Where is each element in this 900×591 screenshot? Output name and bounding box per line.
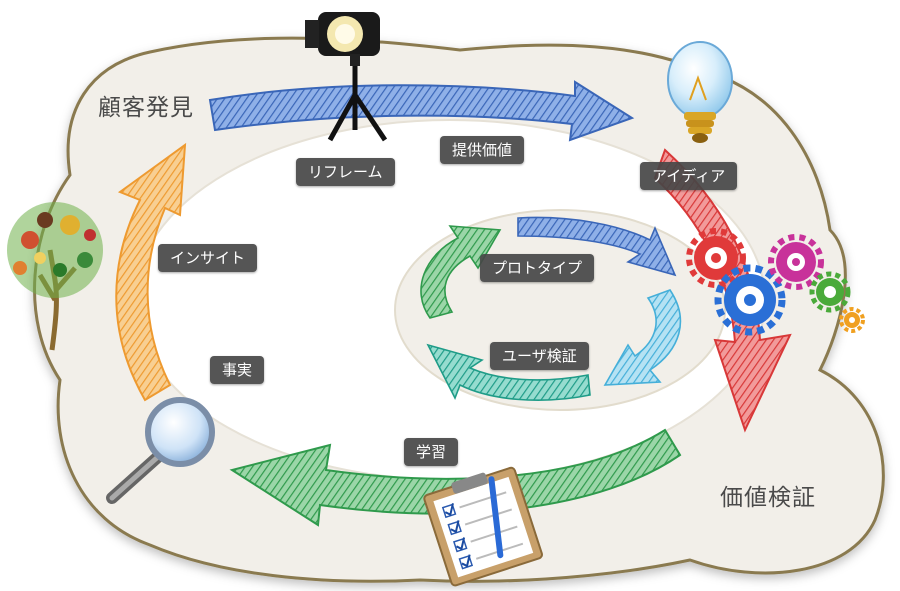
step-label-value-proposition: 提供価値 (440, 136, 525, 164)
step-label-facts: 事実 (210, 356, 265, 384)
inner-green-arrow (420, 225, 502, 319)
stage-label-value-validation: 価値検証 (720, 485, 816, 511)
step-label-prototype: プロトタイプ (480, 254, 595, 282)
magnifier-icon (106, 397, 215, 504)
step-label-idea: アイディア (640, 162, 738, 190)
stage-label-customer-discovery: 顧客発見 (98, 95, 194, 121)
inner-cyan-arrow (603, 289, 682, 386)
inner-blue-arrow (517, 216, 677, 277)
step-label-user-validation: ユーザ検証 (490, 342, 589, 370)
step-label-insight: インサイト (158, 244, 258, 272)
outer-blue-arrow (208, 80, 635, 142)
clipboard-checklist-icon (423, 466, 543, 587)
outer-orange-arrow (115, 142, 187, 402)
spotlight-icon (305, 12, 388, 142)
outer-green-arrow (229, 428, 682, 527)
tree-icon (7, 202, 103, 351)
inner-teal-arrow (426, 343, 591, 401)
step-label-learning: 学習 (404, 438, 459, 466)
gears-icon (686, 228, 865, 336)
lightbulb-icon (667, 41, 733, 143)
step-label-reframe: リフレーム (296, 158, 395, 186)
outer-red-arrow (653, 148, 792, 433)
